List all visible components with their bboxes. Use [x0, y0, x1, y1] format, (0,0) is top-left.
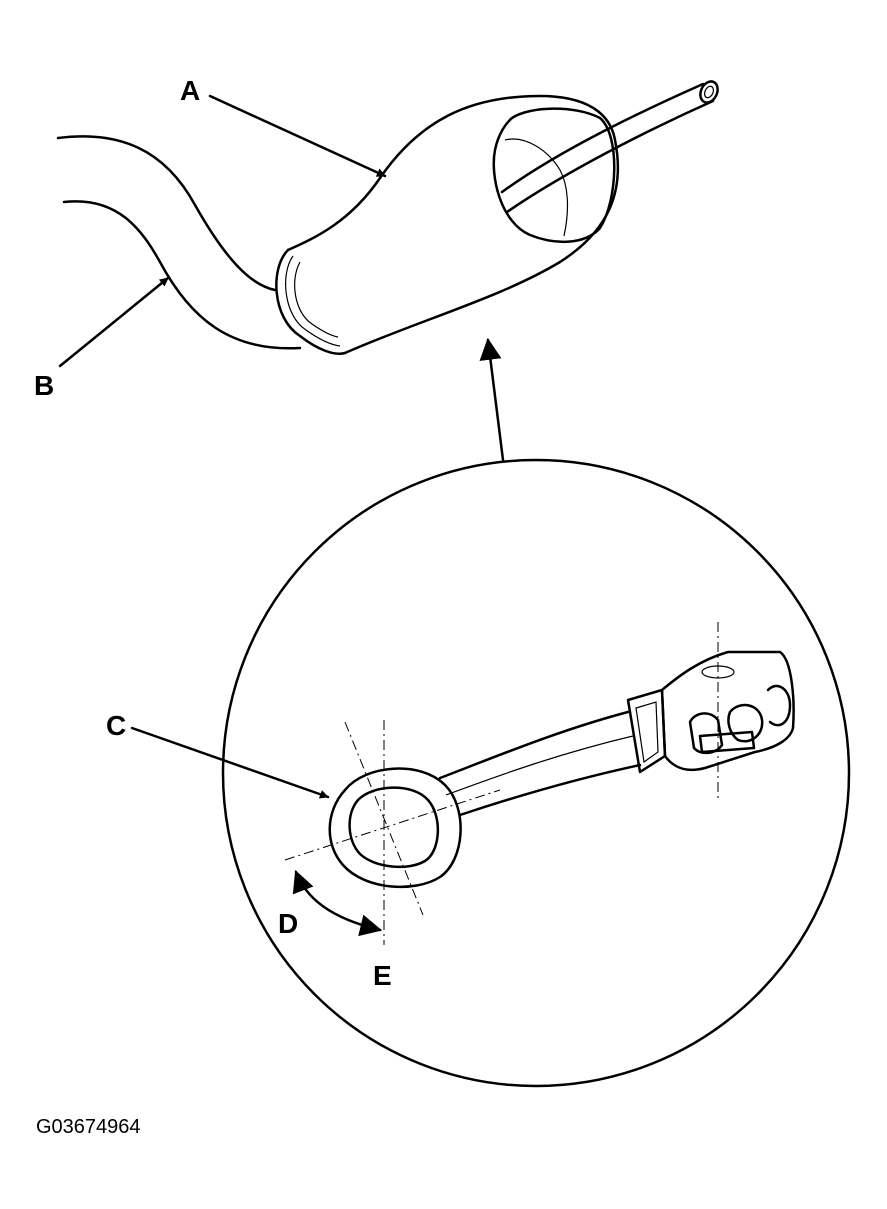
rod-end-bore — [703, 85, 715, 99]
rod-edge-top — [500, 82, 705, 194]
eyelet-centerline-tilted — [344, 721, 424, 916]
rod-end — [699, 80, 719, 104]
clevis-lock-tab — [698, 730, 756, 754]
leader-line-c — [130, 726, 330, 799]
knob-collar-ring-2 — [294, 261, 339, 338]
detail-pointer-arrow — [479, 337, 505, 462]
leader-line-a — [208, 94, 387, 178]
bushing-flange-inner — [635, 701, 659, 764]
clevis-lug-right — [766, 684, 792, 727]
shift-knob-body — [286, 94, 620, 355]
detail-view-circle — [221, 458, 851, 1088]
knob-opening-inner-fold — [504, 138, 569, 237]
shift-lever-outline-upper — [56, 135, 277, 292]
label-c: C — [106, 710, 126, 741]
shift-lever-assembly — [56, 80, 719, 355]
eyelet-ring-outer — [328, 767, 462, 889]
eyelet-ring-inner — [348, 786, 440, 869]
clevis-body — [660, 650, 795, 772]
cable-shaft-highlight — [445, 735, 634, 796]
cable-end-detail — [284, 622, 795, 945]
shift-lever-outline-lower — [62, 200, 302, 350]
knob-opening — [492, 107, 616, 244]
knob-collar-ring-1 — [285, 255, 341, 347]
clevis-side-lug — [727, 703, 764, 743]
label-a: A — [180, 75, 200, 106]
cable-shaft-bottom — [458, 763, 642, 817]
rod-edge-bottom — [505, 99, 715, 214]
label-e: E — [373, 960, 392, 991]
figure-code: G03674964 — [36, 1116, 141, 1138]
angle-arc-arrow — [292, 869, 383, 937]
cable-shaft-top — [438, 710, 630, 780]
label-b: B — [34, 370, 54, 401]
label-d: D — [278, 908, 298, 939]
clevis-slot — [688, 712, 724, 755]
eyelet-centerline-cross — [284, 789, 501, 861]
leader-line-b — [58, 276, 170, 368]
knob-collar-outer — [275, 248, 347, 355]
